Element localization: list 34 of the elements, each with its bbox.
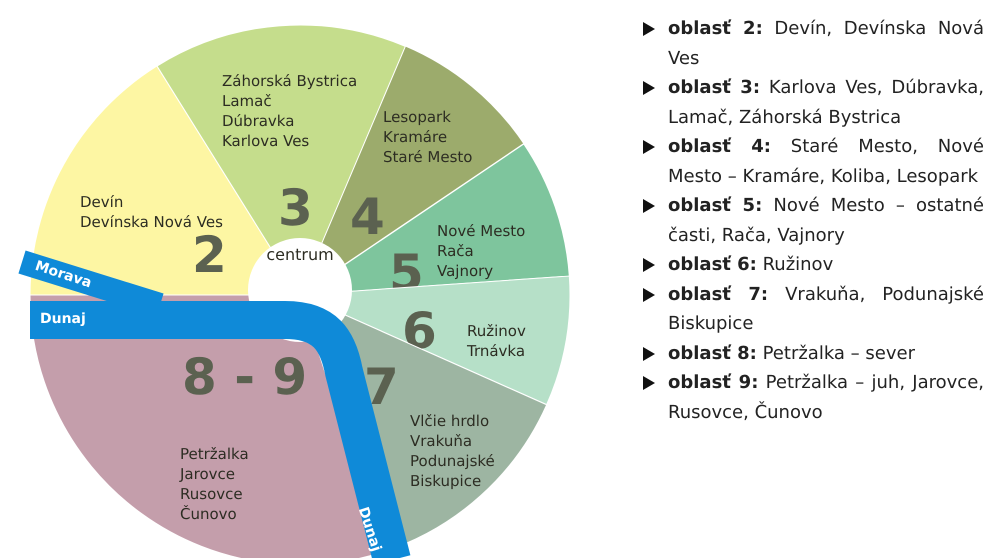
district-name: Vlčie hrdlo xyxy=(410,412,490,430)
district-name: Dúbravka xyxy=(222,112,294,130)
zone-number: 8 - 9 xyxy=(182,352,308,402)
district-name: Podunajské xyxy=(410,452,495,470)
district-name: Rača xyxy=(437,242,474,260)
zone-number: 7 xyxy=(364,362,399,412)
district-name: Trnávka xyxy=(467,342,526,360)
district-name: Vrakuňa xyxy=(410,432,472,450)
district-name: Rusovce xyxy=(180,485,243,503)
district-name: Kramáre xyxy=(383,128,448,146)
district-name: Nové Mesto xyxy=(437,222,526,240)
list-item-text: oblasť 8: Petržalka – sever xyxy=(668,342,916,366)
district-name: Petržalka xyxy=(180,445,249,463)
district-name: Čunovo xyxy=(180,505,237,523)
river-label: Dunaj xyxy=(40,311,86,327)
district-name: Devín xyxy=(80,192,124,211)
district-name: Staré Mesto xyxy=(383,148,472,166)
district-name: Vajnory xyxy=(437,262,494,280)
district-name: Biskupice xyxy=(410,472,482,490)
district-name: Devínska Nová Ves xyxy=(80,212,223,231)
river-label: Dunaj xyxy=(354,505,384,554)
zone-number: 6 xyxy=(402,306,437,356)
zone-number: 2 xyxy=(192,230,227,280)
list-item-text: oblasť 6: Ružinov xyxy=(668,253,834,277)
district-name: Ružinov xyxy=(467,322,526,340)
zone-number: 3 xyxy=(278,183,313,233)
district-name: Lamač xyxy=(222,92,272,110)
district-name: Záhorská Bystrica xyxy=(222,72,358,90)
district-name: Lesopark xyxy=(383,108,451,126)
list-item-text: oblasť 9: Petržalka – juh, Jarovce, Rusovce, Čunovo xyxy=(668,371,984,424)
district-name: Jarovce xyxy=(180,465,235,483)
zone-number: 4 xyxy=(350,192,385,242)
center-label: centrum xyxy=(265,246,335,264)
district-name: Karlova Ves xyxy=(222,132,310,150)
